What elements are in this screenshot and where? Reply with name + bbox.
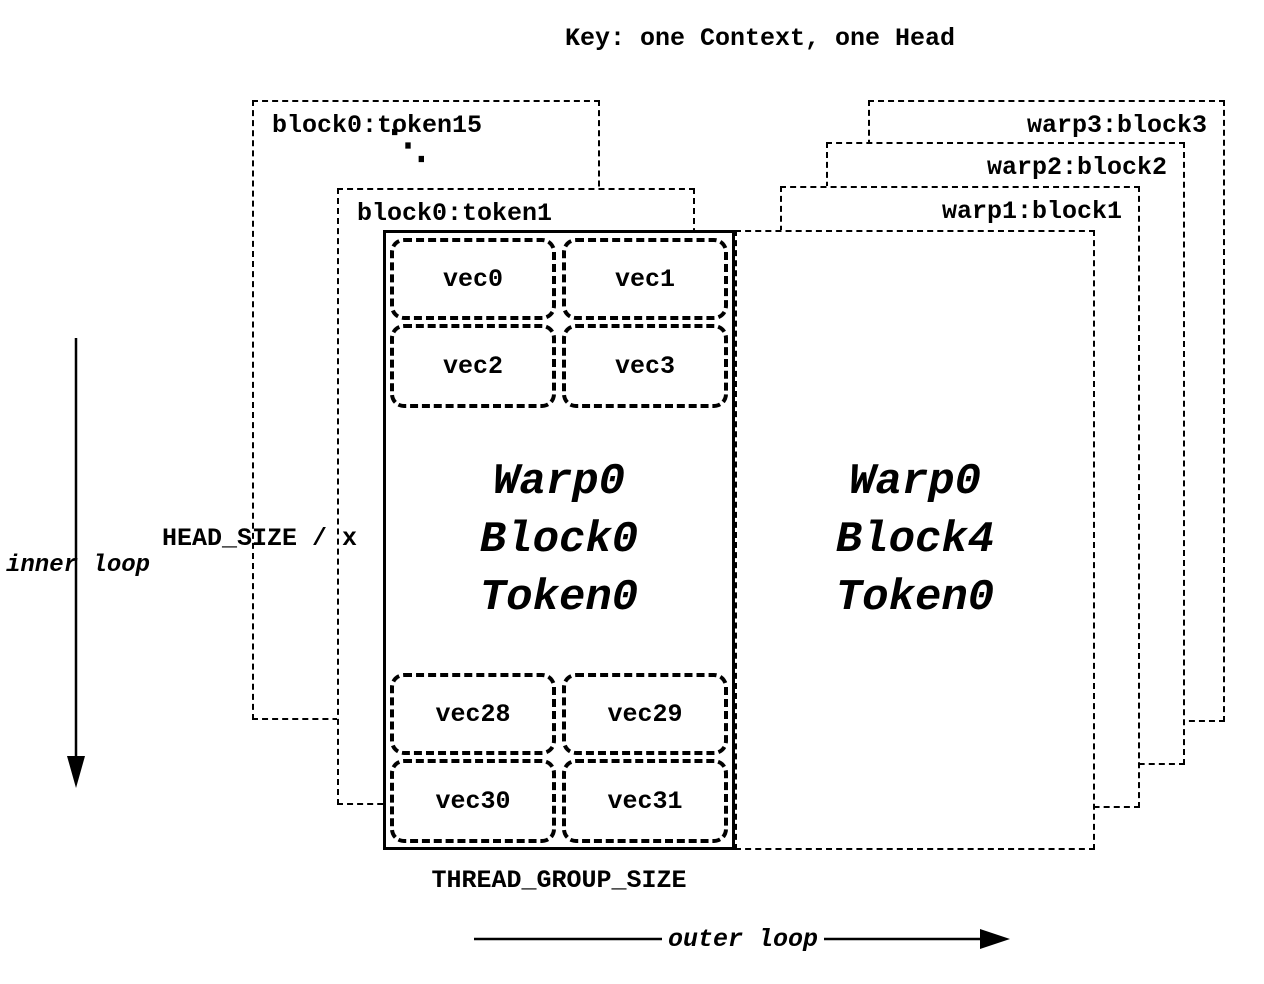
right-block-line3: Token0 [835,573,995,623]
right-block-box: Warp0 Block4 Token0 [735,230,1095,850]
right-block-label: Warp0 Block4 Token0 [737,232,1093,848]
warp3-label: warp3:block3 [1026,111,1207,140]
warp1-label: warp1:block1 [941,197,1122,226]
right-block-line2: Block4 [835,515,995,565]
thread-group-size-label: THREAD_GROUP_SIZE [431,866,687,895]
warp2-label: warp2:block2 [986,153,1167,182]
head-size-label: HEAD_SIZE / x [162,524,358,553]
diagram-title: Key: one Context, one Head [564,24,956,53]
inner-loop-arrow [67,338,85,788]
vec28-cell: vec28 [390,673,556,755]
vec0-cell: vec0 [390,238,556,320]
vec2-cell: vec2 [390,324,556,408]
stack-ellipsis: ⋱ [388,126,428,171]
vec30-cell: vec30 [390,759,556,843]
token1-label: block0:token1 [357,199,553,228]
inner-loop-label: inner loop [6,552,151,579]
main-block-line2: Block0 [479,515,639,565]
right-block-line1: Warp0 [848,457,982,507]
vec3-cell: vec3 [562,324,728,408]
main-block-line1: Warp0 [492,457,626,507]
outer-loop-label: outer loop [662,925,825,954]
main-block-box: Warp0 Block0 Token0 vec0 vec1 vec2 vec3 … [383,230,735,850]
main-block-line3: Token0 [479,573,639,623]
token15-label: block0:token15 [272,111,483,140]
vec31-cell: vec31 [562,759,728,843]
vec1-cell: vec1 [562,238,728,320]
vec29-cell: vec29 [562,673,728,755]
